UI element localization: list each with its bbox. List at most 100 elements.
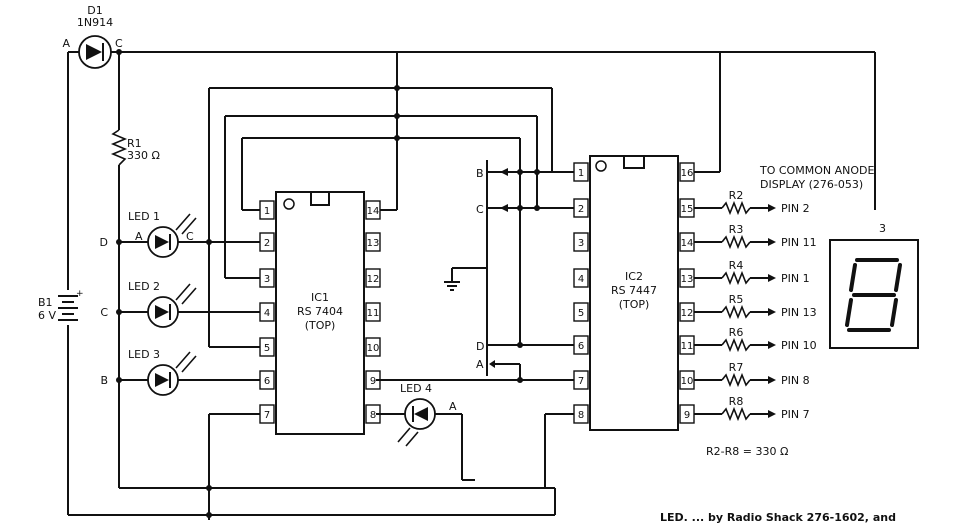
output-resistor-label: R3	[729, 223, 744, 236]
ic2-pin-label: 6	[578, 341, 584, 352]
led-3	[147, 351, 197, 396]
r1-value-label: 330 Ω	[127, 149, 160, 162]
ic1-pin-label: 4	[264, 308, 270, 319]
led3-label: LED 3	[128, 348, 160, 361]
ic2-pin-label: 5	[578, 308, 584, 319]
ic2-pin-label: 3	[578, 238, 584, 249]
switch-bus	[444, 160, 575, 383]
ic1-pin-10	[365, 337, 381, 357]
ic1-pin-label: 6	[264, 376, 270, 387]
battery-b1: +	[58, 289, 84, 321]
output-resistor	[721, 270, 751, 286]
ic1-pin-label: 11	[367, 308, 380, 319]
output-resistor-label: R4	[729, 259, 744, 272]
bus-d-label: D	[476, 340, 484, 353]
led1-label: LED 1	[128, 210, 160, 223]
ic2-view-label: (TOP)	[619, 298, 650, 311]
output-resistor-label: R6	[729, 326, 744, 339]
ic1-pin-1	[259, 200, 275, 220]
ic1-pin-11	[365, 302, 381, 322]
ic1-pin-label: 1	[264, 206, 270, 217]
resistor-note: R2-R8 = 330 Ω	[706, 445, 788, 458]
output-resistor-label: R7	[729, 361, 744, 374]
output-resistor	[721, 304, 751, 320]
output-resistor	[721, 372, 751, 388]
ic2-pin-8	[573, 404, 589, 424]
led-2	[147, 283, 197, 328]
d1-part-label: 1N914	[77, 16, 113, 29]
output-arrow-icon	[768, 204, 776, 212]
ic2-pin-6	[573, 335, 589, 355]
ic1-pin-6	[259, 370, 275, 390]
bus-c-label: C	[476, 203, 484, 216]
ic1-pin-4	[259, 302, 275, 322]
ic2-ground-wire	[544, 413, 575, 488]
output-resistor	[721, 406, 751, 422]
ic1-chip	[275, 191, 365, 435]
resistor-r1	[110, 129, 128, 166]
ic1-view-label: (TOP)	[305, 319, 336, 332]
ic1-part-label: RS 7404	[297, 305, 343, 318]
b1-value-label: 6 V	[38, 309, 56, 322]
output-arrow-icon	[768, 274, 776, 282]
ic1-pin-label: 13	[367, 238, 380, 249]
output-resistor-label: R5	[729, 293, 744, 306]
ic1-pin-3	[259, 268, 275, 288]
bus-a-label: A	[476, 358, 484, 371]
ic2-pin-label: 12	[681, 308, 694, 319]
ic1-pin-label: 9	[370, 376, 376, 387]
led1-cathode-label: C	[186, 230, 194, 243]
output-arrow-icon	[768, 410, 776, 418]
ic2-pin-label: 11	[681, 341, 694, 352]
svg-text:+: +	[76, 289, 84, 299]
ic2-pin-3	[573, 232, 589, 252]
ic2-pin-5	[573, 302, 589, 322]
led4-label: LED 4	[400, 382, 432, 395]
ic2-pin-16	[679, 162, 695, 182]
led1-anode-label: A	[135, 230, 143, 243]
ic1-pin-label: 8	[370, 410, 376, 421]
ic2-pin-label: 2	[578, 204, 584, 215]
ic2-pin-label: 13	[681, 274, 694, 285]
led-1	[147, 213, 197, 258]
ic2-pin-label: 14	[681, 238, 694, 249]
display-title-line1: TO COMMON ANODE	[759, 164, 874, 177]
output-pin-label: PIN 7	[781, 408, 810, 421]
ic1-pin-2	[259, 232, 275, 252]
output-arrow-icon	[768, 341, 776, 349]
ic2-pin-1	[573, 162, 589, 182]
seven-segment-display	[829, 239, 919, 349]
ic1-pin-label: 14	[367, 206, 380, 217]
ic1-pin-label: 5	[264, 343, 270, 354]
r1-ref-label: R1	[127, 137, 142, 150]
ic1-pin-label: 12	[367, 274, 380, 285]
ic1-pin-5	[259, 337, 275, 357]
power-rails	[67, 51, 876, 516]
output-pin-label: PIN 2	[781, 202, 810, 215]
output-arrow-icon	[768, 376, 776, 384]
output-pin-label: PIN 10	[781, 339, 817, 352]
bus-b-label: B	[476, 167, 484, 180]
ic2-pin-label: 16	[681, 168, 694, 179]
ic1-pin-label: 3	[264, 274, 270, 285]
input-wires	[116, 239, 260, 383]
ic2-pin-label: 4	[578, 274, 584, 285]
input-c-label: C	[100, 306, 108, 319]
b1-ref-label: B1	[38, 296, 53, 309]
ic2-pin-label: 10	[681, 376, 694, 387]
led-4	[397, 398, 436, 447]
output-pin-label: PIN 11	[781, 236, 817, 249]
output-resistor	[721, 200, 751, 216]
ic2-pin-label: 7	[578, 376, 584, 387]
ic1-pin-label: 2	[264, 238, 270, 249]
led4-anode-label: A	[449, 400, 457, 413]
ic2-ref-label: IC2	[625, 270, 643, 283]
ic1-pin-7	[259, 404, 275, 424]
output-arrow-icon	[768, 238, 776, 246]
ic2-pin-4	[573, 268, 589, 288]
